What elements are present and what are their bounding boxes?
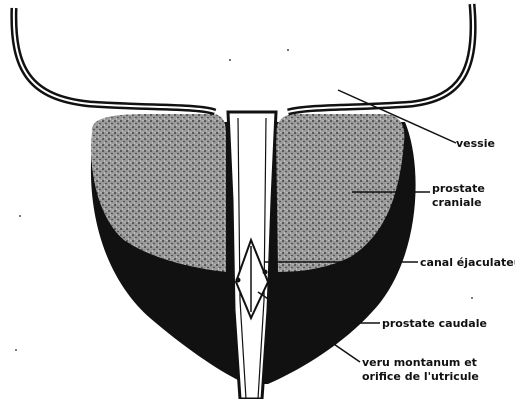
scan-speck [471,297,473,299]
bladder-wall-left [14,8,215,112]
bladder-wall-left-line [14,8,215,112]
label-veru-montanum-line2: orifice de l'utricule [362,370,479,383]
label-canal-ejaculateur: canal éjaculateur [420,256,515,269]
scan-speck [229,59,231,61]
label-prostate-craniale-line2: craniale [432,196,482,209]
scan-speck [287,49,289,51]
label-prostate-craniale-line1: prostate [432,182,485,195]
bladder-wall-right [288,4,473,112]
ejaculatory-orifice-right [263,270,268,275]
label-vessie: vessie [456,137,495,150]
label-prostate-caudale: prostate caudale [382,317,487,330]
scan-speck [19,215,21,217]
scan-speck [15,349,17,351]
ejaculatory-orifice-left [236,278,241,283]
label-veru-montanum-line1: veru montanum et [362,356,477,369]
